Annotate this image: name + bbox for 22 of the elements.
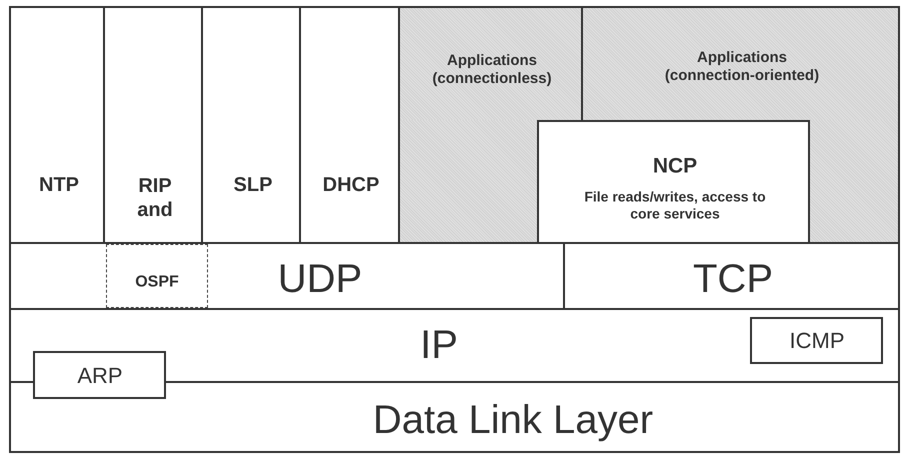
layer-label: UDP <box>276 256 364 303</box>
layer-label: Data Link Layer <box>372 397 654 444</box>
protocol-label: ARP <box>76 362 124 390</box>
layer-label: IP <box>419 322 459 369</box>
protocol-box <box>750 317 883 364</box>
layer-label: TCP <box>692 256 774 303</box>
protocol-label: NCP <box>652 154 698 179</box>
protocol-box <box>9 6 105 244</box>
protocol-label: RIP and <box>136 174 174 222</box>
protocol-box <box>33 351 166 399</box>
layer-band <box>9 381 900 453</box>
protocol-label: DHCP <box>322 173 380 197</box>
application-area <box>581 6 900 122</box>
protocol-label: ICMP <box>788 328 846 354</box>
protocol-label: NTP <box>38 173 80 197</box>
protocol-label: Applications (connection-oriented) <box>664 49 820 85</box>
protocol-label: Applications (connectionless) <box>431 52 553 88</box>
layer-band <box>9 308 900 383</box>
application-area <box>398 6 583 122</box>
protocol-label: SLP <box>232 173 274 197</box>
description-text: File reads/writes, access to core services <box>583 188 767 222</box>
protocol-label: OSPF <box>134 272 180 292</box>
